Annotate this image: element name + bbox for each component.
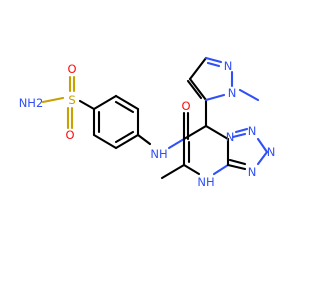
bond-benzene-6 [92, 94, 118, 111]
bond-core-c6-c7 [182, 124, 208, 141]
atom-label-sulfonamide-nh2: NH2 [19, 96, 44, 110]
bond-pyrazole-c4-c3 [188, 56, 208, 81]
bond-benzene-inner-2 [114, 130, 135, 144]
atom-label-sulfonyl-o-bottom: O [65, 128, 74, 142]
bond-pyrazole-n1-c5 [204, 93, 226, 102]
atom-label-triazole-n2: N [248, 124, 257, 138]
bond-core-c5-methyl [160, 163, 186, 180]
bond-amide-n-c [167, 137, 186, 150]
atom-label-sulfonyl-o-top: O [67, 62, 76, 76]
bond-pyrazole-c3-n2-double [206, 61, 221, 68]
atom-label-sulfonyl-s: S [68, 93, 75, 107]
bond-core-n8-c7 [204, 124, 230, 141]
bond-pyrazole-c3-n2 [204, 56, 223, 64]
label-layer: NH2 S O O NH O N N N N N N NH [19, 59, 276, 189]
atom-label-pyrazole-n2: N [224, 59, 233, 73]
atom-label-pyrazole-n1: N [228, 86, 237, 100]
bond-benzene-5 [114, 94, 140, 111]
bond-triazole-n4-c3 [256, 150, 269, 166]
bond-s-ring [78, 99, 96, 111]
bond-benzene-3 [114, 133, 140, 150]
bond-pyrazole-n1-methyl [238, 88, 260, 102]
bond-triazole-c3-n2 [256, 137, 269, 154]
bond-layer [41, 56, 269, 180]
bond-triazole-c3a-n4-double [228, 158, 247, 166]
atom-label-triazole-n4: N [248, 165, 257, 179]
bond-pyrazole-c5-c4 [188, 77, 208, 102]
bond-core-c5-nh [182, 163, 201, 176]
bond-triazole-n2-n1-double [234, 127, 249, 134]
bond-core-nh-c3a [212, 163, 230, 176]
atom-label-amide-o: O [181, 99, 190, 113]
bond-benzene-inner-3 [114, 100, 135, 114]
atom-label-amide-nh: NH [150, 147, 167, 161]
atom-label-ring-nh: NH [197, 175, 214, 189]
bond-benzene-2 [92, 133, 118, 150]
bond-triazole-n2-n1 [231, 132, 247, 139]
atom-label-triazole-n1: N [226, 130, 235, 144]
bond-s-nh2 [41, 96, 65, 104]
bond-pyrazole-c5-c4-double [186, 79, 203, 100]
atom-label-triazole-n5: N [267, 145, 276, 159]
bond-triazole-c3a-n4 [226, 163, 247, 171]
bond-ring-amide-n [136, 133, 152, 146]
molecule-structure: NH2 S O O NH O N N N N N N NH [19, 56, 276, 189]
